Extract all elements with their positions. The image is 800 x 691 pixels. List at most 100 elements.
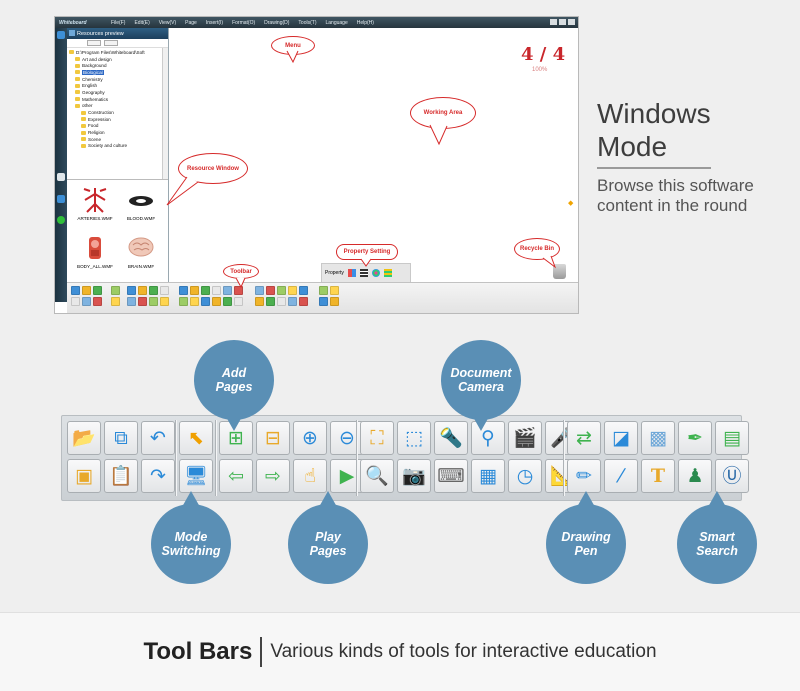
tree-scrollbar[interactable]: [162, 48, 168, 179]
undo-icon[interactable]: ↶: [141, 421, 175, 455]
zoom-out-icon[interactable]: ⊖: [330, 421, 364, 455]
mini-tool-icon[interactable]: [93, 297, 102, 306]
magnifier-icon[interactable]: 🔍: [360, 459, 394, 493]
menu-tools[interactable]: Tools(T): [298, 19, 317, 26]
tree-item[interactable]: Biological: [69, 69, 166, 76]
zoom-in-icon[interactable]: ⊕: [293, 421, 327, 455]
next-page-icon[interactable]: ⇨: [256, 459, 290, 493]
ink-pen-icon[interactable]: ✒: [678, 421, 712, 455]
tree-item[interactable]: Chemistry: [69, 76, 166, 83]
mini-tool-icon[interactable]: [71, 297, 80, 306]
tree-item[interactable]: Art and design: [69, 56, 166, 63]
mini-tool-icon[interactable]: [138, 297, 147, 306]
mini-tool-icon[interactable]: [277, 286, 286, 295]
menu-file[interactable]: File(F): [111, 19, 126, 26]
mini-tool-icon[interactable]: [190, 297, 199, 306]
menu-drawing[interactable]: Drawing(D): [264, 19, 290, 26]
resource-tool-button[interactable]: [104, 40, 118, 46]
color-grid-icon[interactable]: [347, 269, 356, 277]
monitor-mode-icon[interactable]: 🖥: [179, 459, 213, 493]
mini-tool-icon[interactable]: [212, 286, 221, 295]
text-icon[interactable]: T: [641, 459, 675, 493]
clock-icon[interactable]: ◷: [508, 459, 542, 493]
expand-arrow-icon[interactable]: ◆: [568, 200, 574, 207]
resources-tab-icon[interactable]: [57, 31, 65, 39]
mini-tool-icon[interactable]: [149, 286, 158, 295]
redo-icon[interactable]: ↷: [141, 459, 175, 493]
mini-tool-icon[interactable]: [201, 286, 210, 295]
glass-panel-icon[interactable]: ▩: [641, 421, 675, 455]
tree-item[interactable]: D:\Program Files\Whiteboard\Soft: [69, 49, 166, 56]
mini-tool-icon[interactable]: [266, 297, 275, 306]
projector-screen-icon[interactable]: ⛶: [360, 421, 394, 455]
tree-item[interactable]: Background: [69, 62, 166, 69]
line-style-icon[interactable]: [359, 269, 368, 277]
tree-item[interactable]: Society and culture: [69, 143, 166, 150]
fill-style-icon[interactable]: [383, 269, 392, 277]
mini-tool-icon[interactable]: [277, 297, 286, 306]
fit-screen-icon[interactable]: ⬚: [397, 421, 431, 455]
mini-tool-icon[interactable]: [223, 286, 232, 295]
mini-tool-icon[interactable]: [160, 286, 169, 295]
drawing-pen-icon[interactable]: ✏: [567, 459, 601, 493]
keyboard-icon[interactable]: ⌨: [434, 459, 468, 493]
mini-tool-icon[interactable]: [201, 297, 210, 306]
mini-tool-icon[interactable]: [255, 286, 264, 295]
smart-search-icon[interactable]: Ⓤ: [715, 459, 749, 493]
save-icon[interactable]: ▣: [67, 459, 101, 493]
menu-view[interactable]: View(V): [158, 19, 177, 26]
folder-open-icon[interactable]: 📂: [67, 421, 101, 455]
gallery-tab-icon[interactable]: [57, 195, 65, 203]
recycle-bin-icon[interactable]: [553, 264, 566, 279]
mini-tool-icon[interactable]: [330, 297, 339, 306]
menu-edit[interactable]: Edit(E): [134, 19, 150, 26]
mini-tool-icon[interactable]: [212, 297, 221, 306]
resource-tool-button[interactable]: [87, 40, 101, 46]
tree-item[interactable]: Construction: [69, 109, 166, 116]
menu-help[interactable]: Help(H): [356, 19, 374, 26]
mini-tool-icon[interactable]: [330, 286, 339, 295]
tree-item[interactable]: Mathematics: [69, 96, 166, 103]
mini-tool-icon[interactable]: [179, 286, 188, 295]
menu-insert[interactable]: Insert(I): [205, 19, 224, 26]
tree-item[interactable]: Expression: [69, 116, 166, 123]
mini-tool-icon[interactable]: [82, 286, 91, 295]
close-icon[interactable]: [568, 19, 575, 25]
menu-language[interactable]: Language: [325, 19, 348, 26]
thumbnail-item[interactable]: BODY_ALL.WMF: [73, 234, 117, 274]
recognize-shape-icon[interactable]: ⇄: [567, 421, 601, 455]
thumbnail-item[interactable]: ARTERIES.WMF: [73, 186, 117, 226]
thumbnail-item[interactable]: BLOOD.WMF: [119, 186, 163, 226]
copy-pages-icon[interactable]: ⧉: [104, 421, 138, 455]
mini-tool-icon[interactable]: [111, 286, 120, 295]
mini-tool-icon[interactable]: [71, 286, 80, 295]
maximize-icon[interactable]: [559, 19, 566, 25]
menu-page[interactable]: Page: [185, 19, 197, 26]
mini-tool-icon[interactable]: [255, 297, 264, 306]
highlighter-icon[interactable]: ⁄: [604, 459, 638, 493]
mini-tool-icon[interactable]: [93, 286, 102, 295]
mini-tool-icon[interactable]: [266, 286, 275, 295]
mini-tool-icon[interactable]: [127, 286, 136, 295]
tree-item[interactable]: English: [69, 82, 166, 89]
page-tab-icon[interactable]: [57, 173, 65, 181]
mini-tool-icon[interactable]: [179, 297, 188, 306]
mini-tool-icon[interactable]: [111, 297, 120, 306]
mini-tool-icon[interactable]: [138, 286, 147, 295]
mini-tool-icon[interactable]: [190, 286, 199, 295]
tree-item[interactable]: Religion: [69, 129, 166, 136]
flashlight-icon[interactable]: 🔦: [434, 421, 468, 455]
mini-tool-icon[interactable]: [234, 286, 243, 295]
table-icon[interactable]: ▤: [715, 421, 749, 455]
mini-tool-icon[interactable]: [223, 297, 232, 306]
mini-tool-icon[interactable]: [234, 297, 243, 306]
stamp-icon[interactable]: ♟: [678, 459, 712, 493]
mini-tool-icon[interactable]: [299, 286, 308, 295]
calculator-icon[interactable]: ▦: [471, 459, 505, 493]
color-palette-icon[interactable]: [371, 269, 380, 277]
mini-tool-icon[interactable]: [149, 297, 158, 306]
mini-tool-icon[interactable]: [160, 297, 169, 306]
menu-format[interactable]: Format(O): [232, 19, 256, 26]
remove-page-icon[interactable]: ⊟: [256, 421, 290, 455]
paste-icon[interactable]: 📋: [104, 459, 138, 493]
